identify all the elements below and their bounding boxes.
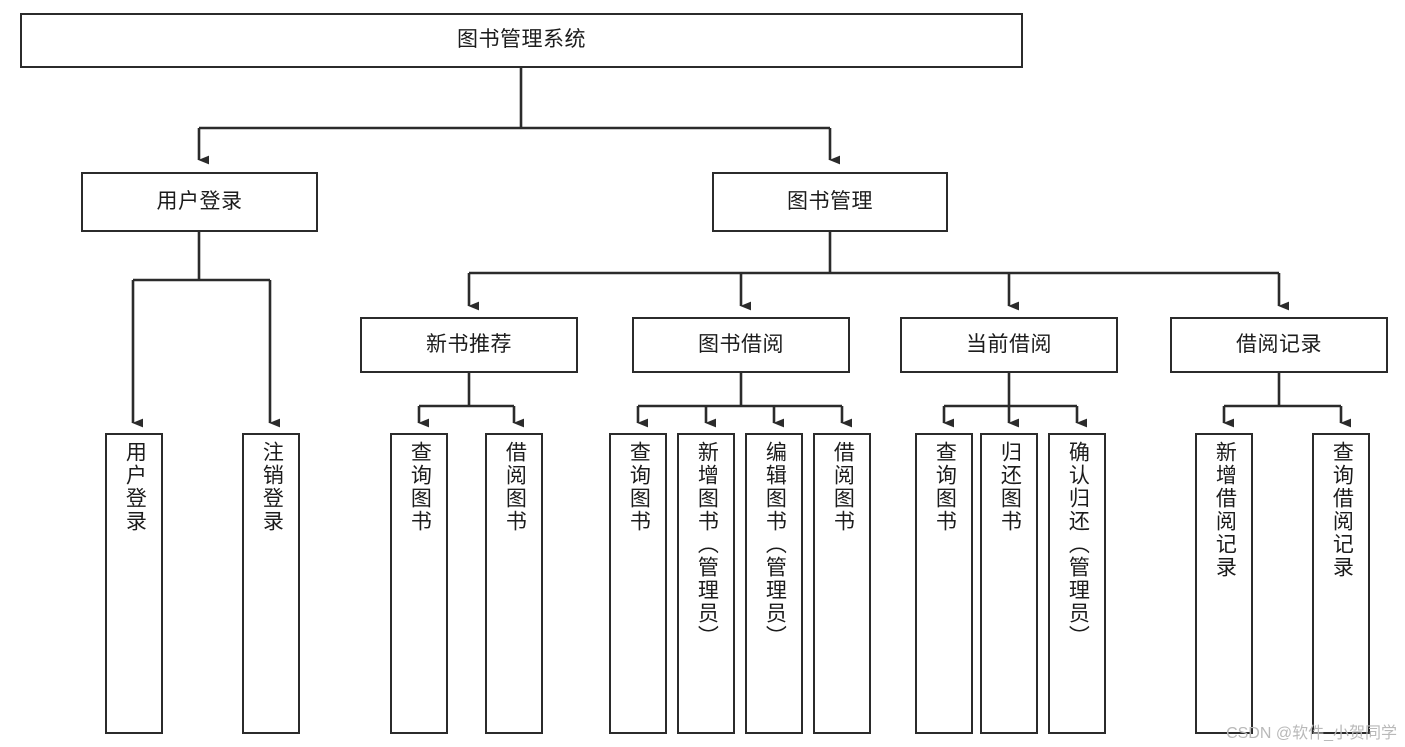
node-label: 查询图书 xyxy=(627,441,651,533)
node-label: 当前借阅 xyxy=(966,332,1052,356)
leaf-logout[interactable]: 注销登录 xyxy=(242,433,300,734)
node-label: 新增图书（管理员） xyxy=(695,441,719,648)
node-label: 编辑图书（管理员） xyxy=(763,441,787,648)
node-root-book-management-system[interactable]: 图书管理系统 xyxy=(20,13,1023,68)
leaf-return-books[interactable]: 归还图书 xyxy=(980,433,1038,734)
node-label: 用户登录 xyxy=(123,441,147,533)
leaf-confirm-return-admin[interactable]: 确认归还（管理员） xyxy=(1048,433,1106,734)
leaf-user-login[interactable]: 用户登录 xyxy=(105,433,163,734)
leaf-query-borrow-record[interactable]: 查询借阅记录 xyxy=(1312,433,1370,734)
leaf-query-books-recommend[interactable]: 查询图书 xyxy=(390,433,448,734)
node-label: 注销登录 xyxy=(260,441,284,533)
leaf-query-books-borrow[interactable]: 查询图书 xyxy=(609,433,667,734)
node-label: 查询图书 xyxy=(933,441,957,533)
node-label: 查询图书 xyxy=(408,441,432,533)
node-label: 归还图书 xyxy=(998,441,1022,533)
node-new-book-recommendation[interactable]: 新书推荐 xyxy=(360,317,578,373)
leaf-add-book-admin[interactable]: 新增图书（管理员） xyxy=(677,433,735,734)
node-current-borrowing[interactable]: 当前借阅 xyxy=(900,317,1118,373)
node-label: 图书管理 xyxy=(787,189,873,213)
node-book-borrowing[interactable]: 图书借阅 xyxy=(632,317,850,373)
node-label: 借阅记录 xyxy=(1236,332,1322,356)
leaf-query-books-current[interactable]: 查询图书 xyxy=(915,433,973,734)
node-label: 查询借阅记录 xyxy=(1330,441,1354,579)
leaf-borrow-books[interactable]: 借阅图书 xyxy=(813,433,871,734)
node-label: 图书借阅 xyxy=(698,332,784,356)
node-label: 图书管理系统 xyxy=(457,28,586,52)
node-book-management[interactable]: 图书管理 xyxy=(712,172,948,232)
node-label: 借阅图书 xyxy=(503,441,527,533)
node-label: 确认归还（管理员） xyxy=(1066,441,1090,648)
leaf-add-borrow-record[interactable]: 新增借阅记录 xyxy=(1195,433,1253,734)
node-label: 借阅图书 xyxy=(831,441,855,533)
node-borrowing-records[interactable]: 借阅记录 xyxy=(1170,317,1388,373)
leaf-edit-book-admin[interactable]: 编辑图书（管理员） xyxy=(745,433,803,734)
leaf-borrow-books-recommend[interactable]: 借阅图书 xyxy=(485,433,543,734)
node-label: 新增借阅记录 xyxy=(1213,441,1237,579)
node-user-login[interactable]: 用户登录 xyxy=(81,172,318,232)
node-label: 用户登录 xyxy=(156,189,243,213)
node-label: 新书推荐 xyxy=(426,332,512,356)
